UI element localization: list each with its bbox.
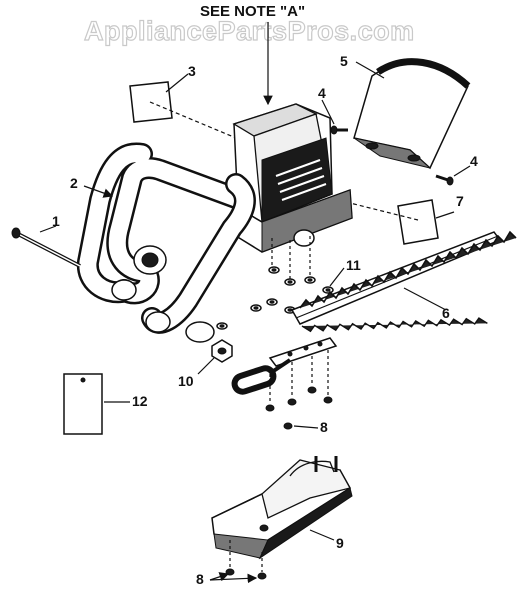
callout-8b: 8 [196,571,204,587]
leader-4b [453,165,471,177]
leader-8b-1 [209,572,230,582]
part-11-washers [216,266,334,330]
leader-6 [403,287,447,311]
leader-1 [39,225,57,233]
leader-2 [83,185,114,198]
callout-5: 5 [340,53,348,69]
callout-3: 3 [188,63,196,79]
see-note-label: SEE NOTE "A" [200,3,305,20]
callout-4b: 4 [470,153,478,169]
part-8-screws-upper [265,386,333,430]
part-12-label-plate [63,373,103,435]
leader-4a [321,99,335,125]
leader-10 [197,357,215,375]
part-9-cover [211,456,353,560]
callout-9: 9 [336,535,344,551]
leader-8a [293,425,319,429]
leader-7 [435,211,455,219]
callout-10: 10 [178,373,194,389]
callout-4a: 4 [318,85,326,101]
callout-2: 2 [70,175,78,191]
leader-3-dashed [149,101,237,139]
leader-7-dashed [329,197,419,221]
leader-8b-2 [209,573,258,584]
part-8-screws-lower [225,568,267,580]
motor-housing [232,103,353,253]
callout-6: 6 [442,305,450,321]
callout-8a: 8 [320,419,328,435]
callout-11: 11 [346,257,361,273]
leader-11 [329,267,345,287]
leader-5 [355,61,385,79]
part-1-bolt [11,227,81,268]
part-7-label-plate [397,199,439,245]
callout-12: 12 [132,393,148,409]
leader-9 [309,529,335,541]
part-5-guard [353,58,471,170]
part-6-blade [231,230,517,395]
part-10-nut [211,339,233,363]
part-2-handle [76,142,256,343]
callout-1: 1 [52,213,60,229]
part-4-screw-top [330,125,348,135]
part-4-screw-right [435,174,454,186]
leader-3 [165,73,189,93]
watermark-text: AppliancePartsPros.com [84,16,415,46]
callout-7: 7 [456,193,464,209]
